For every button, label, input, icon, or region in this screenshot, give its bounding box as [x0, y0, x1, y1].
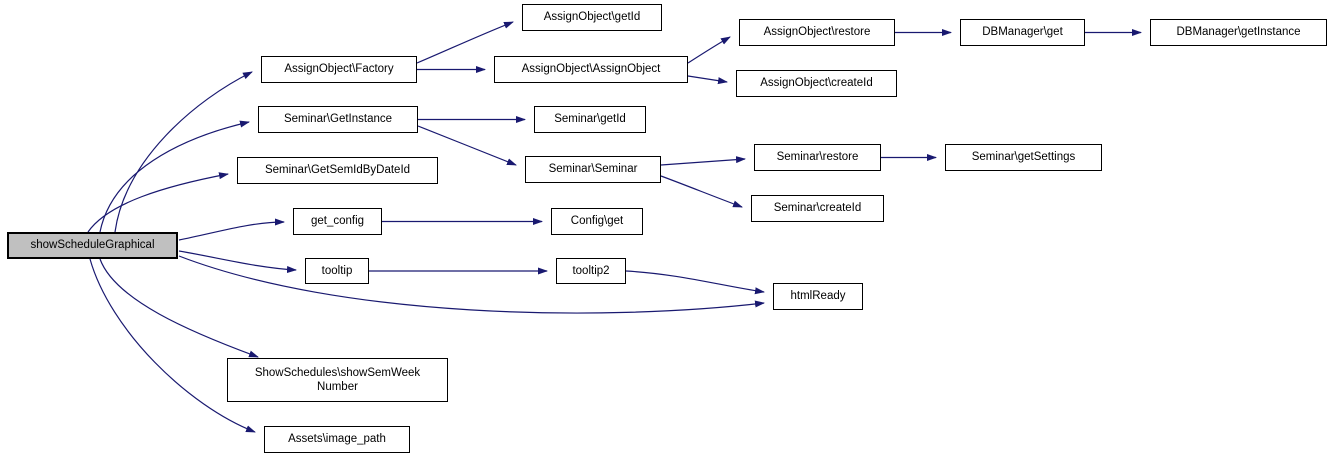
node-AssignObject_getId[interactable]: AssignObject\getId	[522, 4, 662, 31]
node-tooltip2[interactable]: tooltip2	[556, 258, 626, 284]
node-Seminar_restore[interactable]: Seminar\restore	[754, 144, 881, 171]
edge-AssignObject_AssignObject-to-AssignObject_restore	[687, 36, 731, 64]
node-DBManager_get[interactable]: DBManager\get	[960, 19, 1085, 46]
node-Assets_image_path[interactable]: Assets\image_path	[264, 426, 410, 453]
edge-Seminar_Seminar-to-Seminar_restore	[660, 156, 746, 166]
edge-showScheduleGraphical-to-ShowSchedules_showSemWeekNumber	[99, 258, 259, 358]
node-AssignObject_Factory[interactable]: AssignObject\Factory	[261, 56, 417, 83]
edge-showScheduleGraphical-to-Seminar_GetSemIdByDateId	[87, 172, 229, 233]
node-Seminar_createId[interactable]: Seminar\createId	[751, 195, 884, 222]
node-DBManager_getInstance[interactable]: DBManager\getInstance	[1150, 19, 1327, 46]
node-get_config[interactable]: get_config	[293, 208, 382, 235]
node-Config_get[interactable]: Config\get	[551, 208, 643, 235]
node-ShowSchedules_showSemWeekNumber[interactable]: ShowSchedules\showSemWeek Number	[227, 358, 448, 402]
node-Seminar_getId[interactable]: Seminar\getId	[534, 106, 646, 133]
node-AssignObject_AssignObject[interactable]: AssignObject\AssignObject	[494, 56, 688, 83]
edge-showScheduleGraphical-to-AssignObject_Factory	[114, 71, 253, 233]
node-Seminar_GetSemIdByDateId[interactable]: Seminar\GetSemIdByDateId	[237, 157, 438, 184]
node-Seminar_GetInstance[interactable]: Seminar\GetInstance	[258, 106, 418, 133]
edge-AssignObject_AssignObject-to-AssignObject_createId	[687, 75, 728, 85]
node-htmlReady[interactable]: htmlReady	[773, 283, 863, 310]
edge-showScheduleGraphical-to-Seminar_GetInstance	[99, 120, 250, 233]
edge-showScheduleGraphical-to-tooltip	[178, 250, 297, 274]
edge-tooltip2-to-htmlReady	[625, 270, 765, 295]
node-showScheduleGraphical: showScheduleGraphical	[7, 232, 178, 259]
node-Seminar_getSettings[interactable]: Seminar\getSettings	[945, 144, 1102, 171]
edge-showScheduleGraphical-to-Assets_image_path	[89, 258, 256, 433]
edge-showScheduleGraphical-to-get_config	[178, 218, 285, 241]
edge-Seminar_Seminar-to-Seminar_createId	[660, 175, 743, 208]
node-tooltip[interactable]: tooltip	[305, 258, 369, 284]
edge-showScheduleGraphical-to-htmlReady	[178, 255, 765, 314]
node-AssignObject_createId[interactable]: AssignObject\createId	[736, 70, 897, 97]
node-AssignObject_restore[interactable]: AssignObject\restore	[739, 19, 895, 46]
node-Seminar_Seminar[interactable]: Seminar\Seminar	[525, 156, 661, 183]
